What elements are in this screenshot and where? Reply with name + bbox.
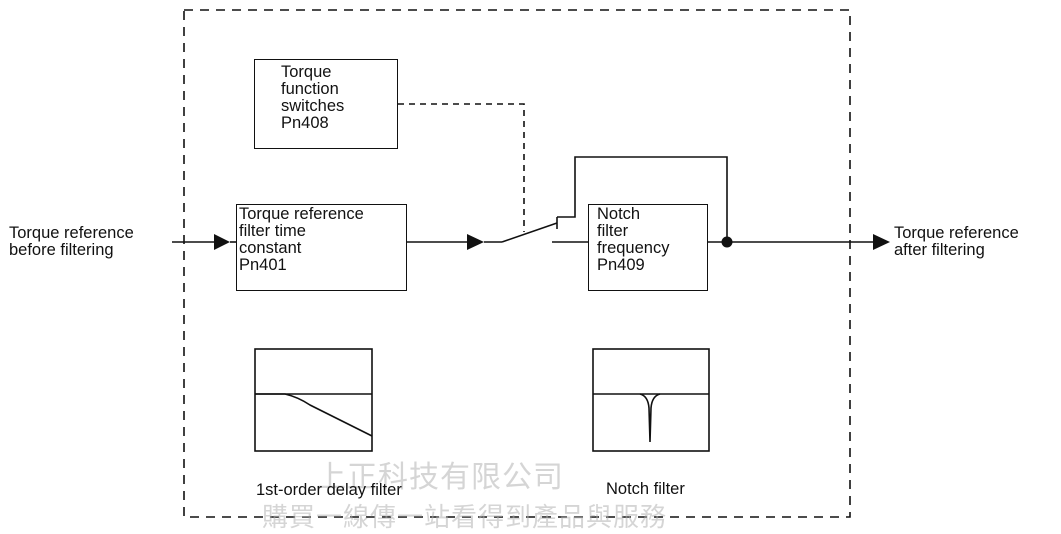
notch-frequency-line-2: filter bbox=[597, 222, 629, 240]
filter-constant-line-2: filter time bbox=[239, 222, 306, 240]
filter-time-constant-block: Torque reference filter time constant Pn… bbox=[236, 204, 407, 291]
function-switches-line-1: Torque bbox=[281, 63, 332, 81]
dashed-frame bbox=[183, 9, 851, 518]
function-switches-line-3: switches bbox=[281, 97, 345, 115]
control-dashed-line bbox=[398, 103, 525, 232]
filter-constant-line-3: constant bbox=[239, 239, 302, 257]
torque-filter-block-diagram: Torque reference before filtering Torque… bbox=[9, 9, 1019, 533]
input-label: Torque reference before filtering bbox=[9, 225, 134, 259]
notch-frequency-param: Pn409 bbox=[597, 256, 645, 274]
switch-input-arrowhead bbox=[467, 234, 484, 250]
output-label-line-1: Torque reference bbox=[894, 224, 1019, 242]
notch-filter-graph bbox=[592, 348, 710, 452]
delay-filter-caption: 1st-order delay filter bbox=[256, 481, 402, 499]
notch-frequency-line-3: frequency bbox=[597, 239, 670, 257]
notch-frequency-line-1: Notch bbox=[597, 205, 641, 223]
output-label: Torque reference after filtering bbox=[894, 225, 1019, 259]
input-label-line-2: before filtering bbox=[9, 241, 114, 259]
watermark-slogan: 購買一線傳一站看得到產品與服務 bbox=[262, 503, 668, 533]
notch-frequency-block: Notch filter frequency Pn409 bbox=[588, 204, 708, 291]
switch-blade bbox=[501, 222, 558, 243]
function-switches-param: Pn408 bbox=[281, 114, 329, 132]
function-switches-block: Torque function switches Pn408 bbox=[254, 59, 398, 149]
input-label-line-1: Torque reference bbox=[9, 224, 134, 242]
filter-constant-param: Pn401 bbox=[239, 256, 287, 274]
delay-filter-graph bbox=[254, 348, 373, 452]
notch-filter-caption: Notch filter bbox=[606, 480, 685, 498]
diagram-wiring bbox=[172, 9, 890, 518]
bypass-line bbox=[557, 156, 728, 242]
output-label-line-2: after filtering bbox=[894, 241, 985, 259]
input-arrowhead bbox=[214, 234, 230, 250]
watermark-company: 上正科技有限公司 bbox=[316, 460, 564, 495]
filter-constant-line-1: Torque reference bbox=[239, 205, 364, 223]
function-switches-line-2: function bbox=[281, 80, 339, 98]
output-arrowhead bbox=[873, 234, 890, 250]
